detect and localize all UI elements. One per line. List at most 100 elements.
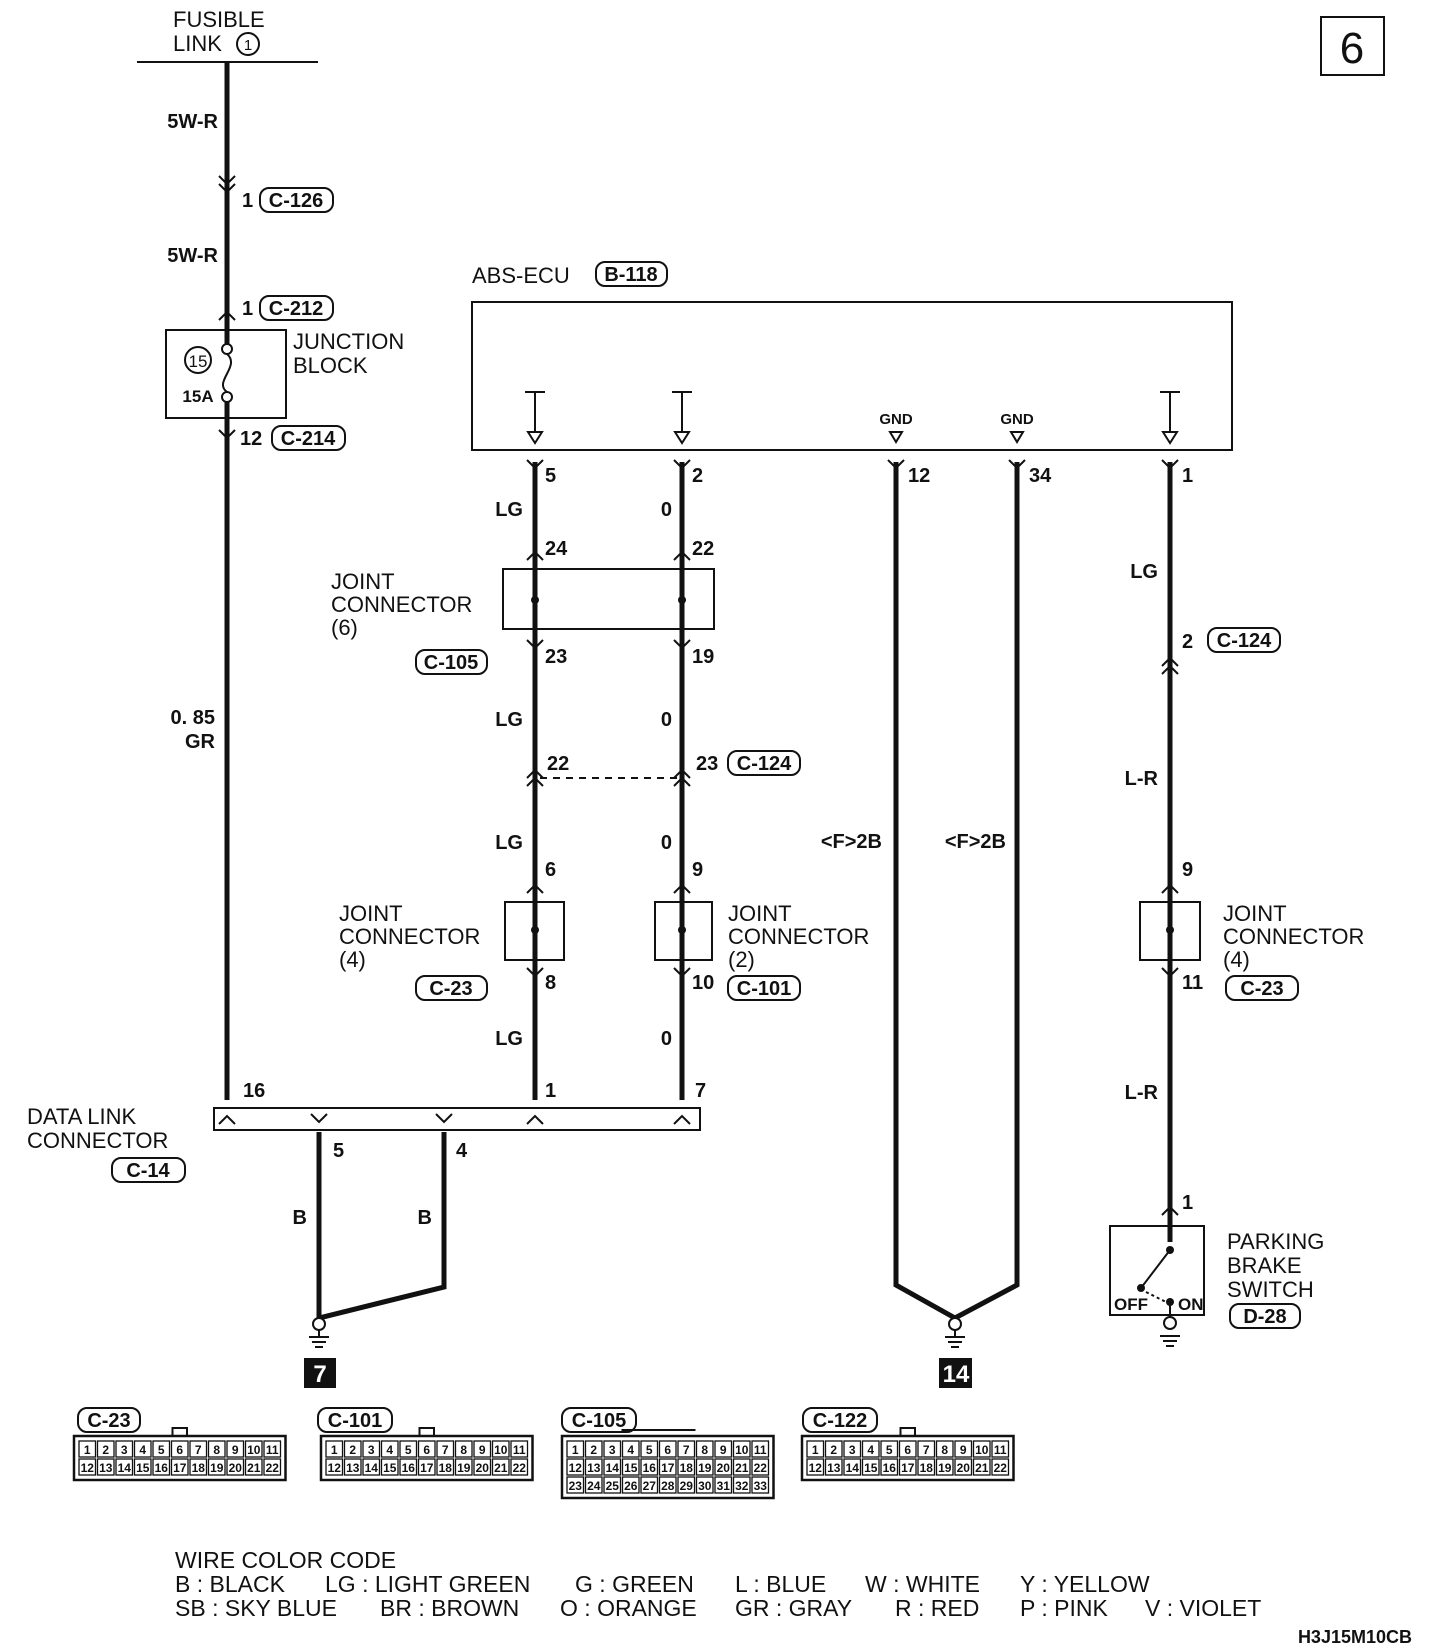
dlc-mark-5 [310,1113,328,1124]
connector-face-pin-number: 6 [904,1443,911,1457]
connector-face-cell [152,1440,171,1458]
connector-face-cell [714,1440,733,1458]
jc2-pin-mark-10 [673,967,691,978]
connector-face-cell [677,1458,696,1476]
connector-face-pin-number: 8 [213,1443,220,1457]
jc4-pin-mark-6 [526,883,544,894]
connector-mark-c126-a [218,175,236,186]
c124-mark-lg-b [526,776,544,787]
connector-ref-box-c23-right [1225,975,1299,1001]
connector-face-cell [417,1458,436,1476]
fusible-link-number-circle [236,32,260,56]
connector-face-pin-number: 1 [812,1443,819,1457]
connector-face-pin-number: 17 [901,1461,915,1475]
dlc-mark-4 [435,1113,453,1124]
fusible-link-label-1: FUSIBLE [173,7,265,32]
connector-face-cell [152,1458,171,1476]
ground-terminal-left [312,1317,326,1331]
wire-label-b-2: B [418,1207,432,1229]
connector-face-cell [454,1458,473,1476]
wire-label-o-4: 0 [661,1028,672,1050]
connector-face-pin-number: 14 [846,1461,860,1475]
connector-face-cell [861,1458,880,1476]
connector-face-cell [677,1476,696,1494]
connector-face-cell [454,1440,473,1458]
c124-mark-right-b [1161,664,1179,675]
wire-label-f2b-12: <F>2B [821,831,882,853]
legend-row-2-v: V : VIOLET [1145,1595,1261,1621]
connector-face-cell [843,1440,862,1458]
connector-face-cell [78,1458,97,1476]
connector-face-pin-number: 28 [661,1479,675,1493]
connector-face-cell [566,1476,585,1494]
connector-face-cell [226,1440,245,1458]
connector-face-cell [189,1458,208,1476]
legend-row-1-y: Y : YELLOW [1020,1571,1150,1597]
connector-ref-c124-a: C-124 [737,753,792,775]
connector-face-pin-number: 4 [627,1443,634,1457]
connector-face-latch [418,1427,435,1437]
jc4-right-node [1166,926,1174,934]
wire-label-lg-4: LG [495,1028,523,1050]
legend-row-2-gr: GR : GRAY [735,1595,852,1621]
connector-face-cell [677,1440,696,1458]
junction-block [165,329,287,419]
connector-face-pin-number: 2 [830,1443,837,1457]
connector-face-cell [954,1458,973,1476]
legend-row-1-g: G : GREEN [575,1571,694,1597]
jc6-pin-mark-23 [526,639,544,650]
parking-brake-switch [1109,1225,1205,1316]
page-number-box [1320,16,1385,76]
connector-face-cell [115,1440,134,1458]
connector-face-cell [917,1440,936,1458]
legend-title: WIRE COLOR CODE [175,1547,396,1573]
connector-face-cell [991,1440,1010,1458]
connector-face-cell [584,1458,603,1476]
connector-face-cell [226,1458,245,1476]
connector-face-pin-number: 25 [606,1479,620,1493]
connector-face-pin-number: 24 [587,1479,601,1493]
connector-face-pin-number: 13 [827,1461,841,1475]
jc4-pin-mark-8 [526,967,544,978]
pbs-off-label: OFF [1114,1295,1148,1314]
connector-face-pin-number: 7 [195,1443,202,1457]
dlc-mark-1 [526,1114,544,1125]
connector-face-pin-number: 17 [661,1461,675,1475]
connector-face-cell [133,1458,152,1476]
dlc-pin-7: 7 [695,1080,706,1102]
connector-mark-c212 [218,310,236,321]
connector-face-pin-number: 14 [606,1461,620,1475]
ecu-gnd-terminal-34 [1009,431,1025,444]
connector-face-pin-number: 18 [920,1461,934,1475]
connector-face-cell [436,1440,455,1458]
jc6-label-1: JOINT [331,569,395,594]
jc2-pin-9: 9 [692,859,703,881]
pbs-contact-off [1137,1284,1145,1292]
connector-face-pin-number: 6 [423,1443,430,1457]
connector-face-cell [399,1458,418,1476]
connector-face-pin-number: 8 [941,1443,948,1457]
connector-face-cell [824,1458,843,1476]
connector-ref-box-c212 [259,295,334,321]
connector-face-pin-number: 5 [158,1443,165,1457]
legend-row-2-o: O : ORANGE [560,1595,697,1621]
connector-face-pin-number: 14 [365,1461,379,1475]
connector-face-cell [244,1458,263,1476]
connector-face-pin-number: 11 [994,1443,1007,1457]
c124-pin-22: 22 [547,753,569,775]
joint-connector-4-left [504,901,565,961]
connector-face-cell [751,1458,770,1476]
connector-face-cell [621,1476,640,1494]
connector-ref-box-c101 [727,975,801,1001]
ecu-terminal-1 [1160,391,1180,445]
connector-face-tag-box [561,1407,637,1433]
connector-face-pin-number: 3 [368,1443,375,1457]
connector-face-pin-number: 15 [864,1461,878,1475]
connector-face-pin-number: 9 [232,1443,239,1457]
connector-face-cell [207,1458,226,1476]
connector-face-latch [899,1427,916,1437]
connector-face-pin-number: 8 [460,1443,467,1457]
connector-face-pin-number: 20 [476,1461,490,1475]
drawing-code: H3J15M10CB [1298,1627,1412,1647]
